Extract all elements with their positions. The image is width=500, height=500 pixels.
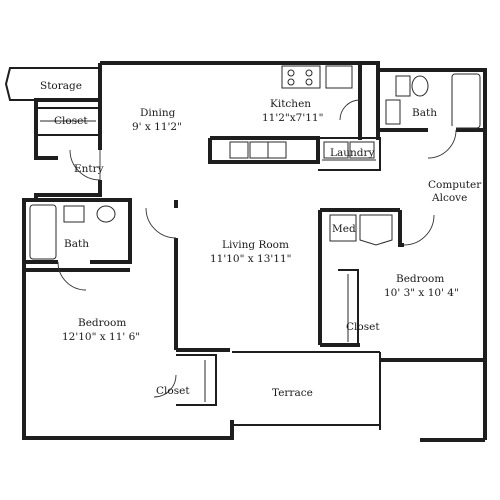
left-bedroom-label: Bedroom bbox=[78, 317, 126, 329]
fixtures bbox=[29, 65, 481, 260]
right-bath-label: Bath bbox=[412, 107, 437, 119]
desk-icon bbox=[359, 214, 393, 246]
refrigerator-icon bbox=[325, 65, 353, 89]
left-bath-label: Bath bbox=[64, 238, 89, 250]
living-room-size: 11'10" x 13'11" bbox=[210, 253, 291, 265]
entry-closet-label: Closet bbox=[54, 115, 88, 127]
washer-icon bbox=[323, 141, 349, 159]
medicine-cabinet-icon bbox=[329, 214, 357, 242]
entry-label: Entry bbox=[74, 163, 104, 175]
kitchen-size: 11'2"x7'11" bbox=[262, 112, 323, 124]
doors bbox=[57, 99, 457, 398]
computer-alcove-label-1: Computer bbox=[428, 179, 482, 191]
right-bedroom-size: 10' 3" x 10' 4" bbox=[384, 287, 459, 299]
toilet-icon bbox=[96, 205, 116, 223]
med-label: Med bbox=[332, 223, 356, 235]
kitchen-label: Kitchen bbox=[270, 98, 311, 110]
dining-label: Dining bbox=[140, 107, 176, 119]
interior-walls bbox=[24, 63, 485, 430]
toilet-icon bbox=[411, 75, 429, 97]
dining-size: 9' x 11'2" bbox=[132, 121, 182, 133]
right-bedroom-label: Bedroom bbox=[396, 273, 444, 285]
bathtub-icon bbox=[29, 204, 57, 260]
stove-icon bbox=[281, 65, 321, 89]
bath-sink-icon bbox=[385, 99, 401, 125]
laundry-label: Laundry bbox=[330, 147, 374, 159]
left-closet-label: Closet bbox=[156, 385, 190, 397]
left-bedroom-size: 12'10" x 11' 6" bbox=[62, 331, 140, 343]
computer-alcove-label-2: Alcove bbox=[431, 192, 467, 204]
right-closet-label: Closet bbox=[346, 321, 380, 333]
terrace-label: Terrace bbox=[272, 387, 313, 399]
living-room-label: Living Room bbox=[222, 239, 289, 251]
storage-label: Storage bbox=[40, 80, 82, 92]
bathtub-icon bbox=[451, 73, 481, 129]
dryer-icon bbox=[349, 141, 375, 159]
room-labels: Storage Closet Entry Dining 9' x 11'2" K… bbox=[40, 80, 482, 399]
dishwasher-icon bbox=[229, 141, 249, 159]
